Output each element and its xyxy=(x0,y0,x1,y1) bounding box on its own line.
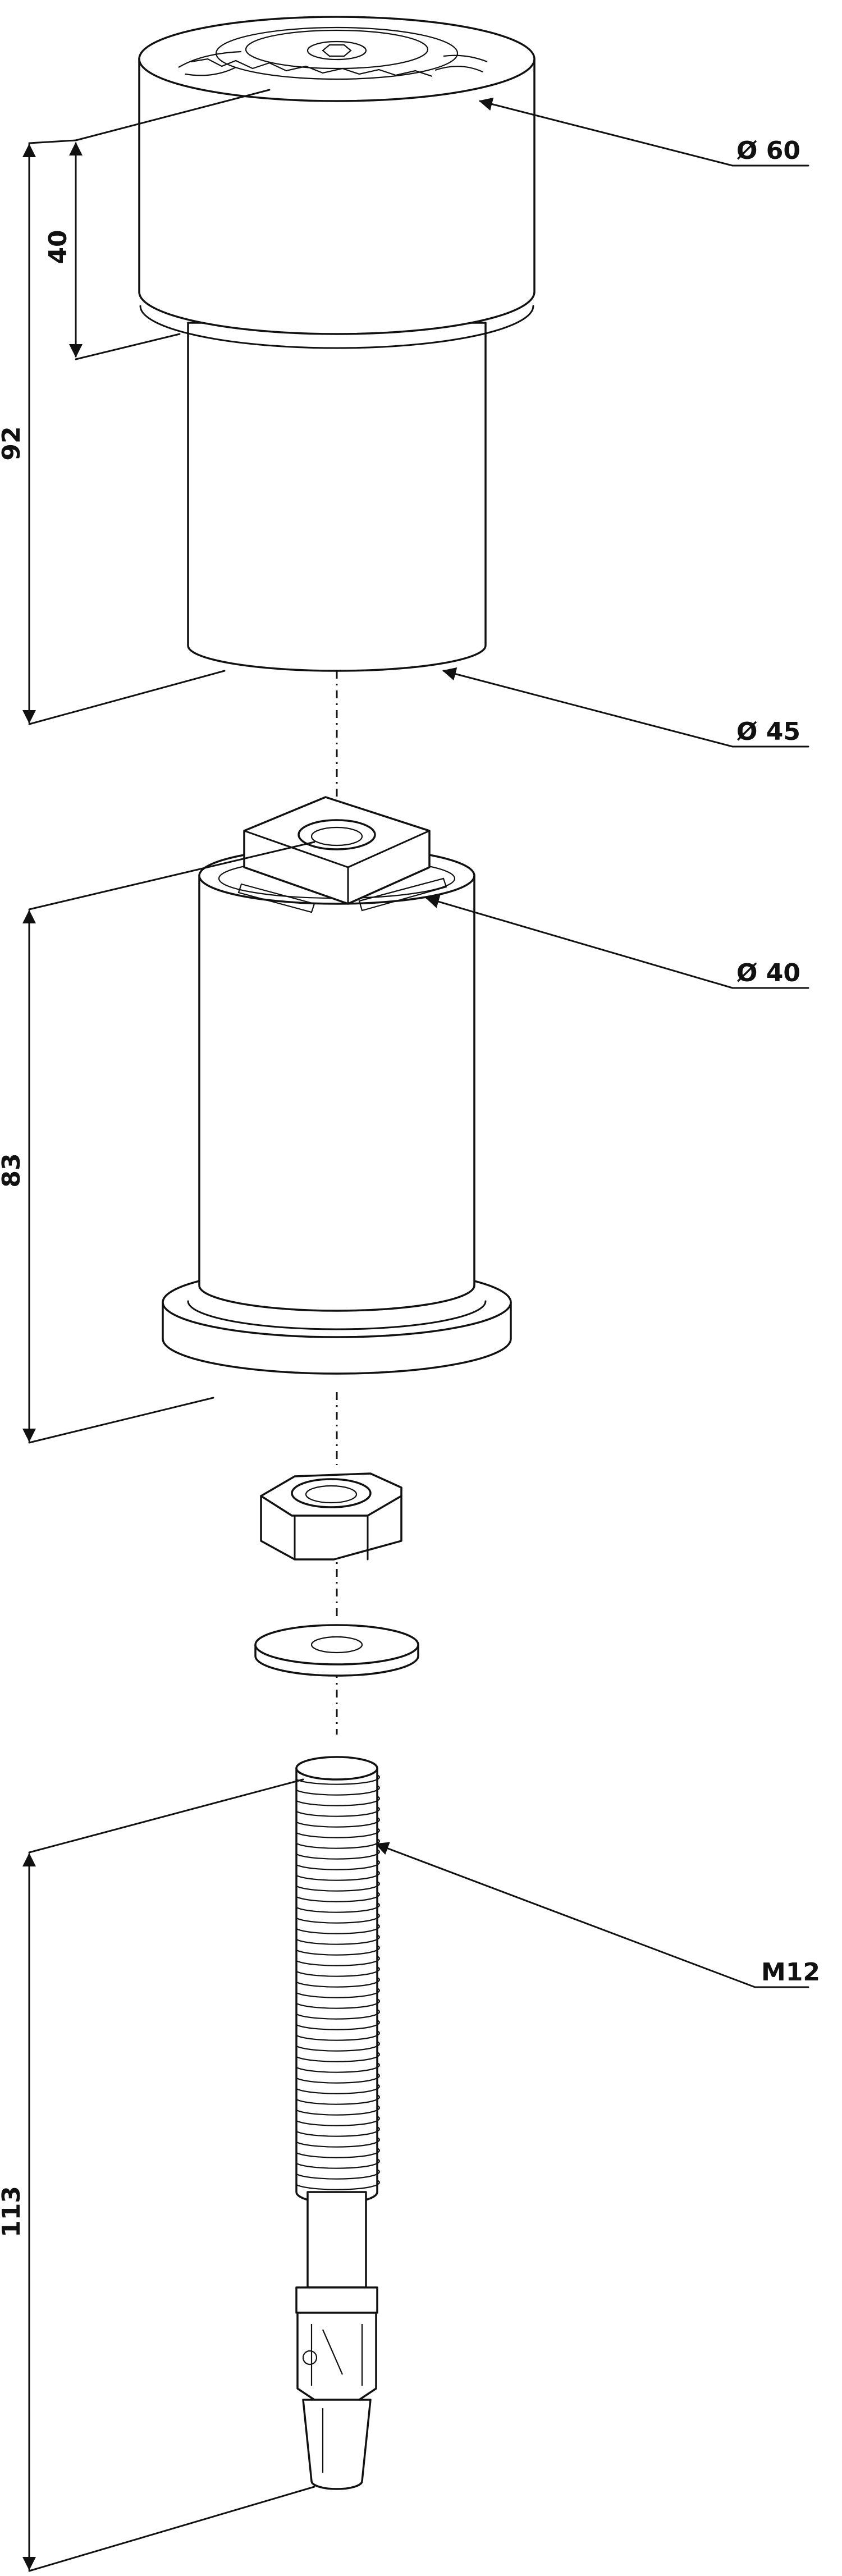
thread-ridge xyxy=(296,1956,380,1966)
insert-part xyxy=(162,796,512,1375)
label-length-113: 113 xyxy=(0,2186,26,2238)
dim-length-113: 113 xyxy=(0,1778,315,2572)
thread-ridge xyxy=(296,2030,380,2041)
hex-nut-part xyxy=(260,1472,402,1561)
thread-ridge xyxy=(296,2148,380,2158)
cap-part xyxy=(138,16,536,672)
anchor-bolt-part xyxy=(295,1756,380,2490)
thread-ridge xyxy=(296,1902,380,1913)
thread-ridge xyxy=(296,1817,380,1828)
thread-ridge xyxy=(296,1988,380,1998)
label-thread-m12: M12 xyxy=(761,1958,820,1987)
thread-ridge xyxy=(296,2041,380,2052)
dim-diameter-45: Ø 45 xyxy=(442,667,809,748)
dim-diameter-60: Ø 60 xyxy=(479,97,809,167)
thread-ridge xyxy=(296,2084,380,2094)
thread-ridge xyxy=(296,2105,380,2116)
thread-ridge xyxy=(296,1998,380,2009)
thread-ridge xyxy=(296,1828,380,1838)
label-diameter-60: Ø 60 xyxy=(736,136,800,165)
thread-ridge xyxy=(296,1977,380,1988)
label-diameter-40: Ø 40 xyxy=(736,959,800,987)
thread-ridge xyxy=(296,1934,380,1945)
dim-diameter-40: Ø 40 xyxy=(425,895,809,989)
thread-ridge xyxy=(296,2126,380,2137)
label-diameter-45: Ø 45 xyxy=(736,717,800,746)
dim-height-40: 40 xyxy=(44,89,271,360)
thread-ridge xyxy=(296,1806,380,1817)
thread-ridge xyxy=(296,1870,380,1881)
thread-ridge xyxy=(296,1860,380,1870)
thread-ridge xyxy=(296,2052,380,2062)
thread-ridge xyxy=(296,2094,380,2105)
thread-ridge xyxy=(296,1785,380,1796)
thread-ridge xyxy=(296,2009,380,2020)
thread-ridge xyxy=(296,1881,380,1892)
thread-ridge xyxy=(296,1796,380,1806)
thread-ridge xyxy=(296,2116,380,2126)
thread-ridge xyxy=(296,2169,380,2180)
dim-height-92: 92 xyxy=(0,139,226,725)
thread-ridge xyxy=(296,2020,380,2030)
thread-ridge xyxy=(296,1892,380,1902)
thread-ridge xyxy=(296,2073,380,2084)
label-height-92: 92 xyxy=(0,426,26,460)
thread-ridge xyxy=(296,1913,380,1924)
thread-ridge xyxy=(296,2158,380,2169)
thread-ridge xyxy=(296,2137,380,2148)
thread-ridge xyxy=(296,2062,380,2073)
washer-part xyxy=(254,1624,419,1677)
label-height-83: 83 xyxy=(0,1153,26,1187)
thread-ridge xyxy=(296,1966,380,1977)
thread-ridge xyxy=(296,1945,380,1956)
thread-ridge xyxy=(296,2180,380,2190)
dim-thread-m12: M12 xyxy=(375,1842,820,1988)
label-height-40: 40 xyxy=(44,230,72,264)
dim-height-83: 83 xyxy=(0,841,315,1444)
thread-ridge xyxy=(296,1774,380,1785)
thread-ridge xyxy=(296,1924,380,1934)
